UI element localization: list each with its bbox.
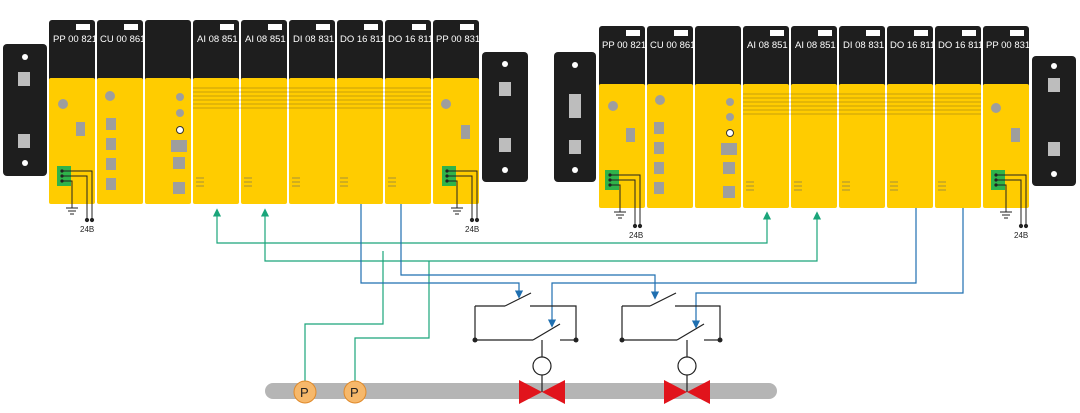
module-label: DO 16 811 <box>938 40 983 51</box>
module-cu-861-right: CU 00 861 <box>647 26 695 208</box>
voltage-label: 24В <box>629 231 643 240</box>
channel-stripes-right <box>743 93 981 115</box>
module-label: AI 08 851 <box>197 34 238 45</box>
end-plate-right-inner <box>1032 56 1076 186</box>
module-pp-821-right: PP 00 821 <box>599 26 646 208</box>
voltage-label: 24В <box>1014 231 1028 240</box>
discrete-output-wiring <box>360 204 964 329</box>
channel-stripes-left <box>193 87 431 109</box>
end-plate-left-outer <box>3 44 47 176</box>
terminal-marks-left <box>196 177 396 187</box>
rack-right: PP 00 821 CU 00 861 <box>554 26 1076 240</box>
relay-contact-icon <box>474 292 577 357</box>
module-cu-861-left: CU 00 861 <box>97 20 145 204</box>
end-plate-right-outer <box>554 52 596 182</box>
module-label: PP 00 821 <box>602 40 646 51</box>
end-plate-left-inner <box>482 52 528 182</box>
module-label: CU 00 861 <box>650 40 695 51</box>
module-do-811-right-2: DO 16 811 <box>935 26 983 208</box>
module-label: CU 00 861 <box>100 34 145 45</box>
power-wiring-left-1 <box>62 170 95 223</box>
module-di-831-right: DI 08 831 <box>839 26 885 208</box>
module-label: DO 16 811 <box>890 40 935 51</box>
analog-signal-wiring <box>212 208 822 382</box>
rack-left: PP 00 821 CU 00 861 <box>3 20 528 234</box>
voltage-label: 24В <box>80 225 94 234</box>
module-label: PP 00 821 <box>53 34 97 45</box>
module-pp-831-right: PP 00 831 <box>983 26 1030 208</box>
module-label: DO 16 811 <box>340 34 385 45</box>
module-blank-right <box>695 26 741 208</box>
module-di-831-left: DI 08 831 <box>289 20 335 204</box>
module-ai-851-left-2: AI 08 851 <box>241 20 287 204</box>
module-blank-left <box>145 20 191 204</box>
module-label: AI 08 851 <box>795 40 836 51</box>
module-label: DI 08 831 <box>843 40 884 51</box>
relay-contact-icon <box>621 292 721 357</box>
module-label: AI 08 851 <box>245 34 286 45</box>
module-label: PP 00 831 <box>986 40 1030 51</box>
voltage-label: 24В <box>465 225 479 234</box>
gate-valve-icon <box>519 356 565 404</box>
pressure-sensor-2: P <box>343 380 367 404</box>
gate-valve-icon <box>664 356 710 404</box>
module-label: DO 16 811 <box>388 34 433 45</box>
module-do-811-left-1: DO 16 811 <box>337 20 385 204</box>
module-label: PP 00 831 <box>436 34 480 45</box>
terminal-marks-right <box>746 181 946 191</box>
module-do-811-right-1: DO 16 811 <box>887 26 935 208</box>
power-wiring-right-2 <box>996 174 1029 229</box>
module-ai-851-right-1: AI 08 851 <box>743 26 789 208</box>
module-ai-851-right-2: AI 08 851 <box>791 26 837 208</box>
module-do-811-left-2: DO 16 811 <box>385 20 433 204</box>
sensor-label: P <box>350 385 359 400</box>
module-label: AI 08 851 <box>747 40 788 51</box>
module-pp-821-left: PP 00 821 <box>49 20 97 204</box>
module-ai-851-left-1: AI 08 851 <box>193 20 239 204</box>
pressure-sensor-1: P <box>293 380 317 404</box>
sensor-label: P <box>300 385 309 400</box>
module-label: DI 08 831 <box>293 34 334 45</box>
